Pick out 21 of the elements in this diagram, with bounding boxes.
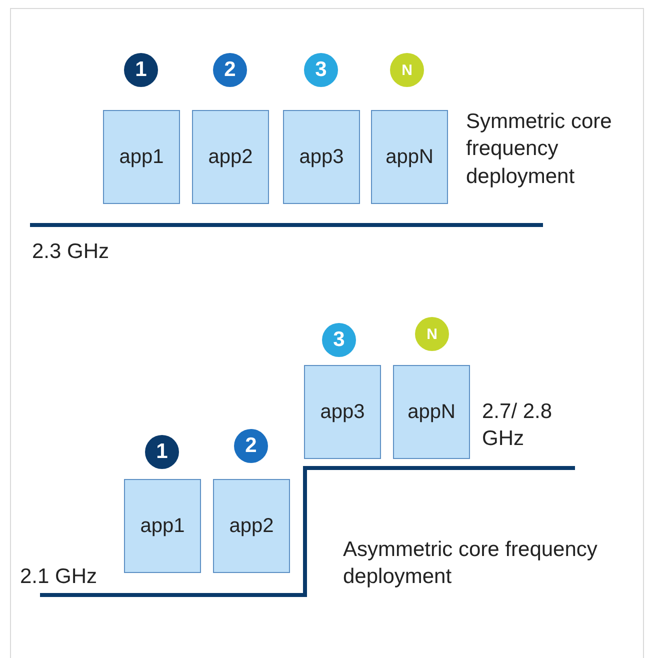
frequency-label: 2.3 GHz xyxy=(32,239,110,265)
app-box: app3 xyxy=(283,110,360,204)
app-box: app3 xyxy=(304,365,381,459)
number-badge: 3 xyxy=(304,53,338,87)
number-badge: N xyxy=(390,53,424,87)
app-box: app1 xyxy=(103,110,180,204)
deployment-caption: Symmetric core frequency deployment xyxy=(466,109,613,190)
number-badge: 1 xyxy=(145,435,179,469)
number-badge: 3 xyxy=(322,323,356,357)
frequency-label: 2.1 GHz xyxy=(20,564,98,590)
app-box: appN xyxy=(371,110,448,204)
app-box: app2 xyxy=(213,479,290,573)
number-badge: 2 xyxy=(234,429,268,463)
app-box: app2 xyxy=(192,110,269,204)
number-badge: 1 xyxy=(124,53,158,87)
app-box: appN xyxy=(393,365,470,459)
number-badge: 2 xyxy=(213,53,247,87)
deployment-caption: Asymmetric core frequency deployment xyxy=(343,537,598,590)
frequency-label: 2.7/ 2.8 GHz xyxy=(482,399,554,452)
number-badge: N xyxy=(415,317,449,351)
app-box: app1 xyxy=(124,479,201,573)
